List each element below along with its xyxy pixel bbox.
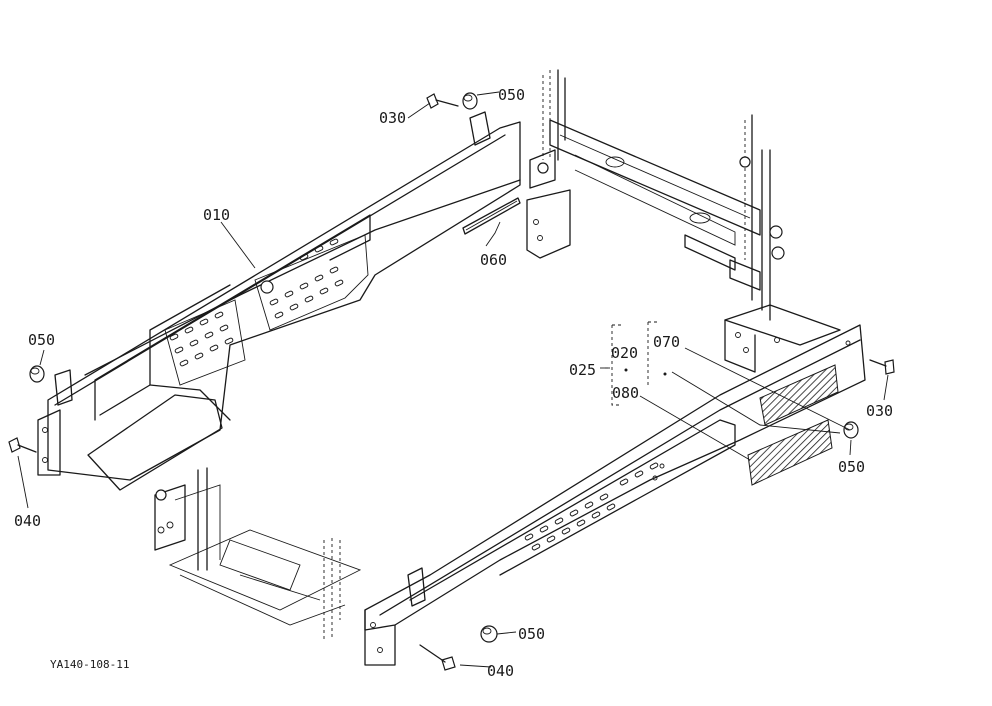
bushing-050-left [29,365,45,383]
bolt-040-bottom [419,644,456,671]
callout-060: 060 [480,251,507,269]
rubber-strip-060 [462,197,521,235]
bushing-050-bottom [480,625,498,643]
vent-slots-020 [524,462,659,551]
drawing-code: YA140-108-11 [50,658,129,671]
callout-050-right: 050 [838,458,865,476]
bushing-050-top [462,92,478,110]
pad-070 [759,364,839,426]
pad-080 [747,419,833,486]
callout-030-top: 030 [379,109,406,127]
bracket-right-upper [526,149,571,259]
callout-050-top: 050 [498,86,525,104]
callout-020: 020 [611,344,638,362]
bolt-030-top [426,93,459,109]
bushing-050-right [843,421,859,439]
floor-cover-right-020 [364,324,866,666]
bolt-040-left [8,437,37,453]
callout-080: 080 [612,384,639,402]
floor-cover-left-010 [37,111,521,491]
callout-050-left: 050 [28,331,55,349]
vent-slots-010 [169,238,344,367]
cab-frame-outline [154,69,841,640]
callout-070: 070 [653,333,680,351]
callout-labels: 010 030 050 060 050 040 025 020 070 080 … [14,86,893,680]
callout-040-bottom: 040 [487,662,514,680]
callout-050-bottom: 050 [518,625,545,643]
bolt-030-right [869,359,895,375]
callout-030-right: 030 [866,402,893,420]
callout-010: 010 [203,206,230,224]
callout-040-left: 040 [14,512,41,530]
leader-lines [17,91,889,668]
callout-025: 025 [569,361,596,379]
